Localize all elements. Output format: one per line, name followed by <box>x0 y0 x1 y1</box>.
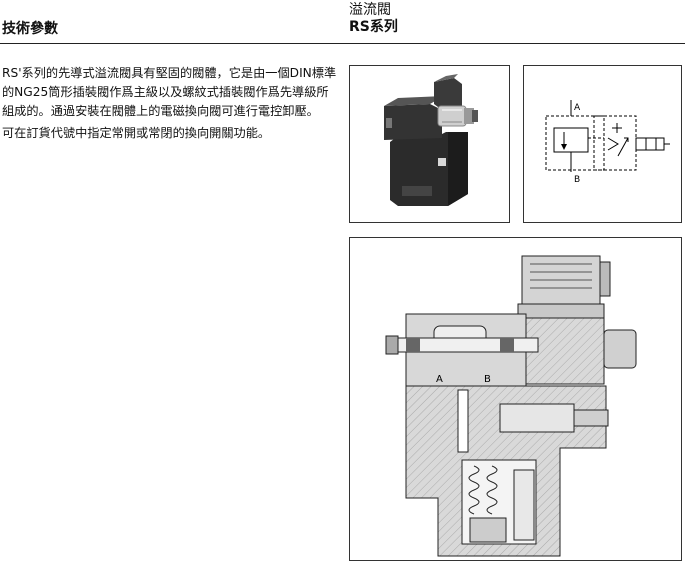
section-port-a-label: A <box>436 374 443 385</box>
product-type: 溢流閥 <box>349 2 391 18</box>
section-title: 技術參數 <box>2 21 58 37</box>
description-paragraph-2: 可在訂貨代號中指定常開或常閉的換向開關功能。 <box>2 126 271 140</box>
hydraulic-symbol: A B <box>523 65 682 223</box>
valve-photo-illustration <box>384 74 478 206</box>
product-series: RS系列 <box>349 19 398 35</box>
section-port-b-label: B <box>484 374 491 385</box>
description-paragraph-1: RS'系列的先導式溢流閥具有堅固的閥體，它是由一個DIN標準的NG25筒形插裝閥… <box>2 66 337 118</box>
header-divider <box>0 43 685 44</box>
symbol-port-b-label: B <box>574 175 580 185</box>
description: RS'系列的先導式溢流閥具有堅固的閥體，它是由一個DIN標準的NG25筒形插裝閥… <box>2 64 338 143</box>
sectional-drawing: A B <box>349 237 682 561</box>
section-illustration: A B <box>385 255 637 557</box>
product-heading: 溢流閥 RS系列 <box>349 2 398 36</box>
symbol-port-a-label: A <box>574 103 581 113</box>
product-photo <box>349 65 510 223</box>
symbol-diagram: A B <box>545 100 670 185</box>
